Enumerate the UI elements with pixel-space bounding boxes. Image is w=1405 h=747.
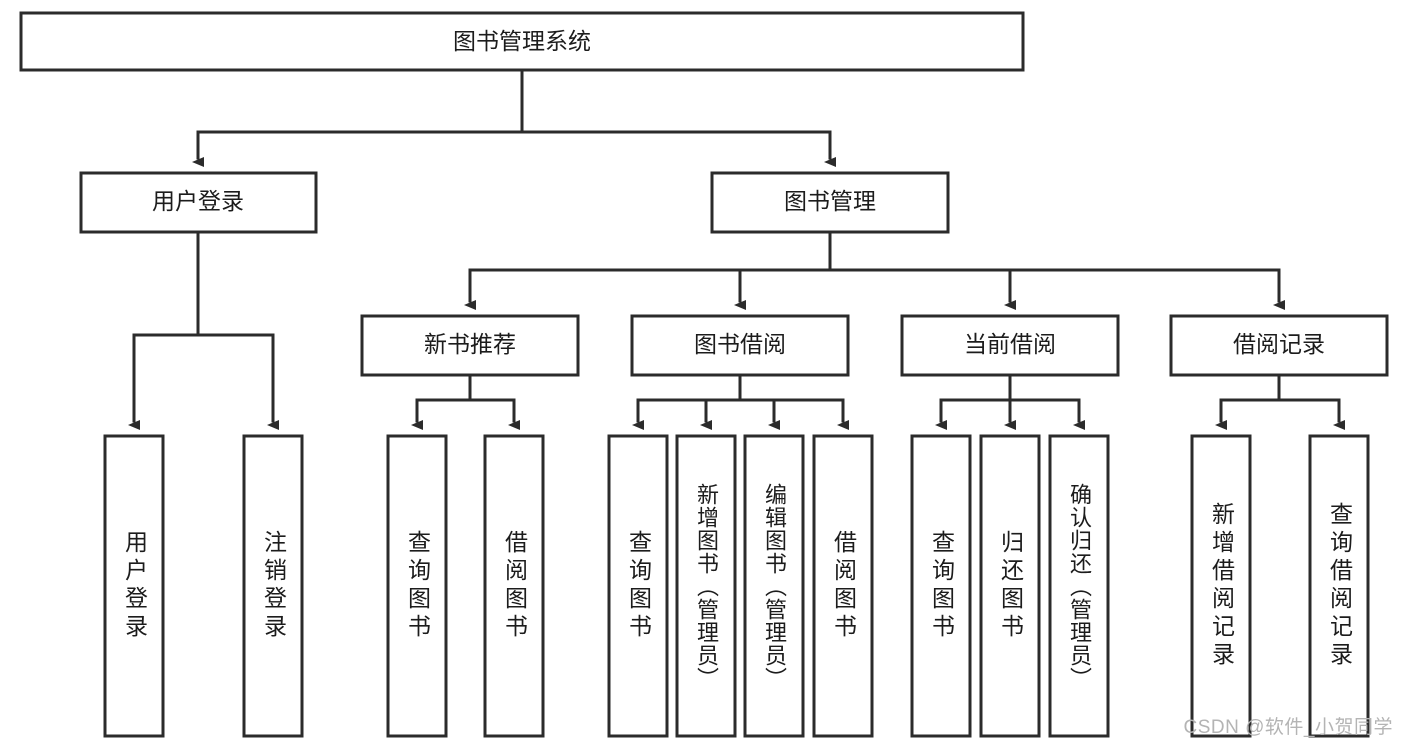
node-current-borrow-label: 当前借阅: [964, 331, 1056, 357]
connector-user-login-to-leaves: [128, 230, 279, 430]
node-leaf-edit-book-admin[interactable]: [743, 434, 805, 738]
node-new-book-recommend[interactable]: 新书推荐: [360, 314, 580, 377]
node-leaf-add-book-admin[interactable]: [675, 434, 737, 738]
node-leaf-borrow-book-nb[interactable]: [483, 434, 545, 738]
connector-borrow-record-to-leaves: [1215, 373, 1345, 430]
node-user-login[interactable]: 用户登录: [79, 171, 318, 234]
node-leaf-confirm-return-admin[interactable]: [1048, 434, 1110, 738]
node-book-management[interactable]: 图书管理: [710, 171, 950, 234]
watermark: CSDN @软件_小贺同学: [1183, 717, 1393, 738]
node-user-login-label: 用户登录: [152, 188, 244, 214]
node-leaf-query-borrow-record[interactable]: [1308, 434, 1370, 738]
connector-root-to-level2: [192, 68, 836, 167]
node-new-book-recommend-label: 新书推荐: [424, 331, 516, 357]
node-current-borrow[interactable]: 当前借阅: [900, 314, 1120, 377]
connector-new-book-to-leaves: [411, 373, 520, 430]
node-leaf-borrow-book-bb[interactable]: [812, 434, 874, 738]
node-book-management-label: 图书管理: [784, 188, 876, 214]
node-leaf-query-book-bb[interactable]: [607, 434, 669, 738]
node-borrow-record[interactable]: 借阅记录: [1169, 314, 1389, 377]
node-leaf-user-login[interactable]: [103, 434, 165, 738]
connector-current-borrow-to-leaves: [935, 373, 1085, 430]
connector-book-borrow-to-leaves: [632, 373, 849, 430]
node-leaf-query-book-nb[interactable]: [386, 434, 448, 738]
node-leaf-add-borrow-record[interactable]: [1190, 434, 1252, 738]
node-borrow-record-label: 借阅记录: [1233, 331, 1325, 357]
node-leaf-logout[interactable]: [242, 434, 304, 738]
node-book-borrow[interactable]: 图书借阅: [630, 314, 850, 377]
node-root-label: 图书管理系统: [453, 28, 591, 54]
node-book-borrow-label: 图书借阅: [694, 331, 786, 357]
connector-book-mgmt-to-level3: [464, 230, 1285, 310]
node-leaf-return-book[interactable]: [979, 434, 1041, 738]
node-leaf-query-book-cb[interactable]: [910, 434, 972, 738]
node-root[interactable]: 图书管理系统: [19, 11, 1025, 72]
